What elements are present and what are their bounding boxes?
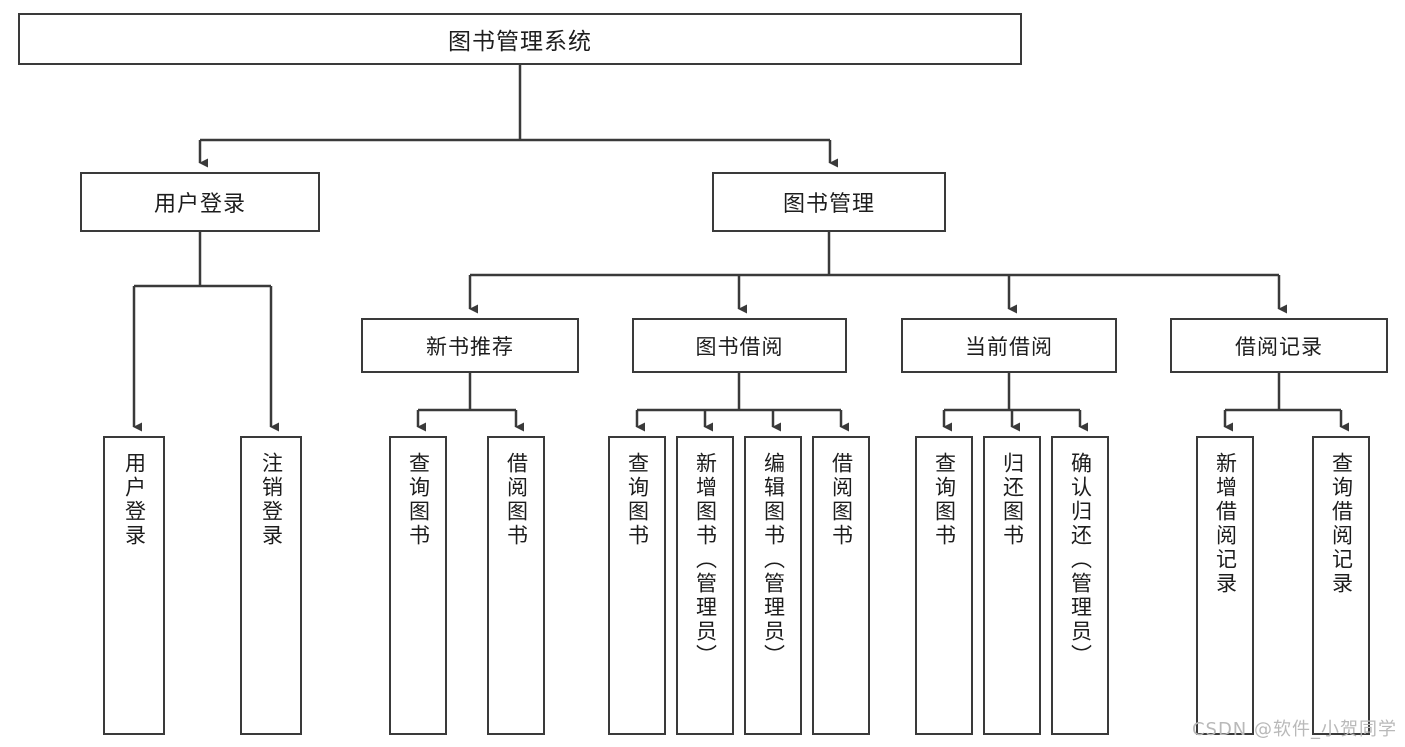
leaf-user-login[interactable]: 用户登录 — [103, 436, 165, 735]
leaf-add-book-admin-label: 新增图书（管理员） — [693, 452, 718, 668]
leaf-query-book-recommend-label: 查询图书 — [406, 452, 431, 548]
leaf-query-book-borrow-label: 查询图书 — [625, 452, 650, 548]
leaf-borrow-book-recommend-label: 借阅图书 — [504, 452, 529, 548]
leaf-borrow-book-label: 借阅图书 — [829, 452, 854, 548]
leaf-add-book-admin[interactable]: 新增图书（管理员） — [676, 436, 734, 735]
leaf-logout-login-label: 注销登录 — [259, 452, 284, 548]
node-current-borrow[interactable]: 当前借阅 — [901, 318, 1117, 373]
node-new-book-recommend[interactable]: 新书推荐 — [361, 318, 579, 373]
leaf-query-borrow-record[interactable]: 查询借阅记录 — [1312, 436, 1370, 735]
leaf-add-borrow-record[interactable]: 新增借阅记录 — [1196, 436, 1254, 735]
leaf-borrow-book-recommend[interactable]: 借阅图书 — [487, 436, 545, 735]
leaf-borrow-book[interactable]: 借阅图书 — [812, 436, 870, 735]
leaf-confirm-return-admin[interactable]: 确认归还（管理员） — [1051, 436, 1109, 735]
node-root[interactable]: 图书管理系统 — [18, 13, 1022, 65]
leaf-edit-book-admin-label: 编辑图书（管理员） — [761, 452, 786, 668]
leaf-add-borrow-record-label: 新增借阅记录 — [1213, 452, 1238, 596]
watermark-text: CSDN @软件_小贺同学 — [1191, 719, 1397, 740]
leaf-user-login-label: 用户登录 — [122, 452, 147, 548]
leaf-edit-book-admin[interactable]: 编辑图书（管理员） — [744, 436, 802, 735]
node-book-management-label: 图书管理 — [782, 192, 875, 217]
node-book-borrow[interactable]: 图书借阅 — [632, 318, 847, 373]
node-user-login[interactable]: 用户登录 — [80, 172, 320, 232]
node-book-borrow-label: 图书借阅 — [695, 334, 784, 359]
leaf-confirm-return-admin-label: 确认归还（管理员） — [1068, 452, 1093, 668]
node-borrow-record[interactable]: 借阅记录 — [1170, 318, 1388, 373]
leaf-logout-login[interactable]: 注销登录 — [240, 436, 302, 735]
leaf-query-borrow-record-label: 查询借阅记录 — [1329, 452, 1354, 596]
node-current-borrow-label: 当前借阅 — [965, 334, 1053, 359]
node-borrow-record-label: 借阅记录 — [1235, 334, 1323, 359]
node-root-label: 图书管理系统 — [448, 29, 592, 55]
node-new-book-recommend-label: 新书推荐 — [426, 334, 514, 359]
leaf-query-book-current-label: 查询图书 — [932, 452, 957, 548]
leaf-query-book-current[interactable]: 查询图书 — [915, 436, 973, 735]
leaf-query-book-recommend[interactable]: 查询图书 — [389, 436, 447, 735]
node-user-login-label: 用户登录 — [153, 192, 246, 217]
leaf-return-book[interactable]: 归还图书 — [983, 436, 1041, 735]
node-book-management[interactable]: 图书管理 — [712, 172, 946, 232]
leaf-return-book-label: 归还图书 — [1000, 452, 1025, 548]
leaf-query-book-borrow[interactable]: 查询图书 — [608, 436, 666, 735]
